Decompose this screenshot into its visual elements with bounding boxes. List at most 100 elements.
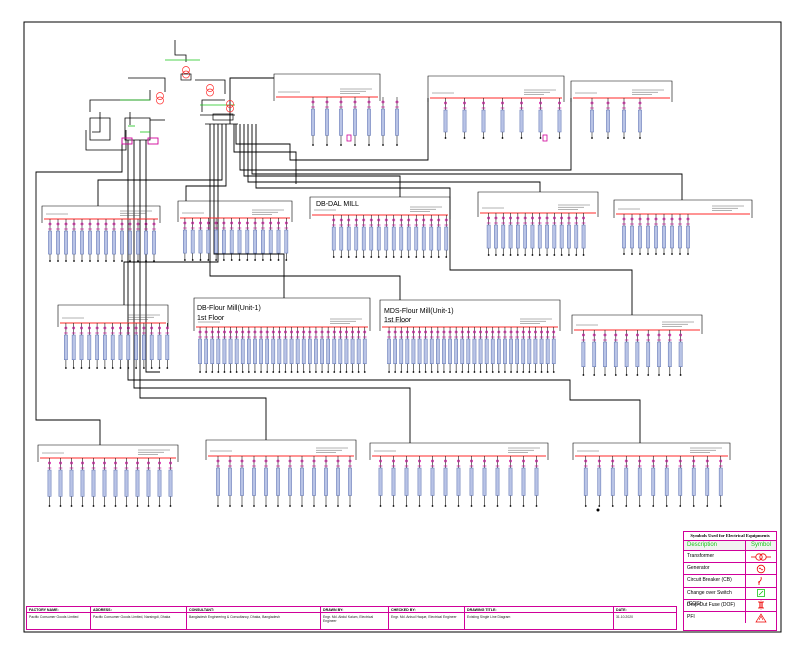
circuit-breaker-mark <box>463 101 466 105</box>
circuit-breaker-mark <box>265 330 269 334</box>
load-terminal <box>431 505 434 507</box>
feeder <box>417 456 422 507</box>
circuit-breaker-mark <box>662 217 666 221</box>
equipment-mark <box>350 338 355 364</box>
db-flour-mill-unit1 <box>193 297 371 373</box>
circuit-breaker-mark <box>686 217 690 221</box>
distribution-boards <box>37 73 753 512</box>
equipment-mark <box>657 341 661 367</box>
feeder-cable <box>255 124 633 315</box>
feeder <box>646 330 651 376</box>
factory-name-value: Pacific Consumer Goods Limited <box>29 615 79 619</box>
feeder <box>494 213 498 256</box>
load-terminal <box>502 254 505 256</box>
feeder <box>378 456 383 507</box>
equipment-mark <box>91 469 96 497</box>
feeder <box>667 330 672 376</box>
feeder <box>361 215 366 258</box>
circuit-breaker-mark <box>395 100 399 104</box>
equipment-mark <box>637 467 642 496</box>
load-terminal <box>355 256 358 258</box>
legend-row: PFI <box>684 611 776 624</box>
circuit-breaker-mark <box>312 459 316 463</box>
load-terminal <box>546 371 549 373</box>
circuit-breaker-mark <box>405 459 408 463</box>
date-cell: DATE: 31.10.2020 <box>614 607 676 629</box>
circuit-breaker-mark <box>424 330 428 334</box>
circuit-breaker-mark <box>437 218 441 222</box>
source-wiring <box>128 77 166 92</box>
equipment-mark <box>240 467 244 496</box>
circuit-breaker-mark <box>540 330 543 334</box>
circuit-breaker-mark <box>496 459 499 463</box>
feeder <box>314 327 318 373</box>
load-terminal <box>385 256 388 258</box>
equipment-mark <box>320 338 324 364</box>
circuit-breaker-mark <box>494 216 498 220</box>
feeder-cables <box>35 77 683 445</box>
feeder <box>395 97 399 146</box>
circuit-breaker-mark <box>521 330 525 334</box>
load-terminal <box>560 254 563 256</box>
legend-label: Change over Switch (COS) <box>684 587 746 607</box>
transformer-symbol <box>226 100 234 108</box>
circuit-breaker-mark <box>64 222 68 226</box>
equipment-mark <box>216 467 220 496</box>
feeder <box>539 327 544 373</box>
load-terminal <box>658 374 660 376</box>
feeder <box>430 456 435 507</box>
load-terminal <box>444 505 447 507</box>
db-dal-mill <box>309 196 451 258</box>
feeder <box>300 456 304 507</box>
circuit-breaker-mark <box>56 222 60 226</box>
load-terminal <box>340 256 343 258</box>
load-terminal <box>362 256 365 258</box>
equipment-mark <box>664 467 669 496</box>
feeder <box>384 215 389 258</box>
equipment-mark <box>234 338 239 364</box>
load-terminal <box>528 371 531 373</box>
equipment-mark <box>240 338 245 364</box>
feeder <box>486 213 491 256</box>
equipment-mark <box>367 108 371 136</box>
equipment-mark <box>288 467 292 496</box>
equipment-mark <box>134 334 138 360</box>
feeder <box>534 456 539 507</box>
feeder <box>69 458 74 507</box>
legend-header: Description Symbol <box>684 541 776 551</box>
equipment-mark <box>478 338 483 364</box>
circuit-breaker-mark <box>560 216 564 220</box>
feeder <box>104 219 108 262</box>
circuit-breaker-mark <box>183 221 187 225</box>
load-terminal <box>49 260 51 262</box>
feeder <box>500 98 505 139</box>
equipment-mark <box>466 338 471 364</box>
equipment-mark <box>112 230 116 255</box>
load-terminal <box>400 371 403 373</box>
circuit-breaker-mark <box>670 217 674 221</box>
circuit-breaker-mark <box>269 221 273 225</box>
equipment-mark <box>381 108 385 136</box>
equipment-mark <box>204 338 209 364</box>
load-terminal <box>89 260 91 262</box>
address-value: Pacific Consumer Goods Limited, Narsingd… <box>93 615 171 619</box>
equipment-mark <box>495 467 500 496</box>
circuit-breaker-mark <box>324 459 328 463</box>
equipment-mark <box>120 230 124 255</box>
feeder <box>136 219 140 262</box>
circuit-breaker-mark <box>353 100 357 104</box>
circuit-breaker-mark <box>240 459 244 463</box>
equipment-mark <box>56 230 60 255</box>
circuit-breaker-mark <box>582 333 585 337</box>
circuit-breaker-mark <box>516 216 520 220</box>
feeder <box>678 456 683 507</box>
equipment-mark <box>686 225 690 249</box>
consultant-cell: CONSULTANT: Bangladesh Engineering & Con… <box>187 607 321 629</box>
feeder <box>406 215 411 258</box>
db-bottom-2 <box>205 439 357 507</box>
circuit-breaker-mark <box>128 222 132 226</box>
load-terminal <box>405 505 408 507</box>
circuit-breaker-mark <box>622 217 626 221</box>
load-terminal <box>241 505 243 507</box>
panel-frame <box>477 191 599 217</box>
